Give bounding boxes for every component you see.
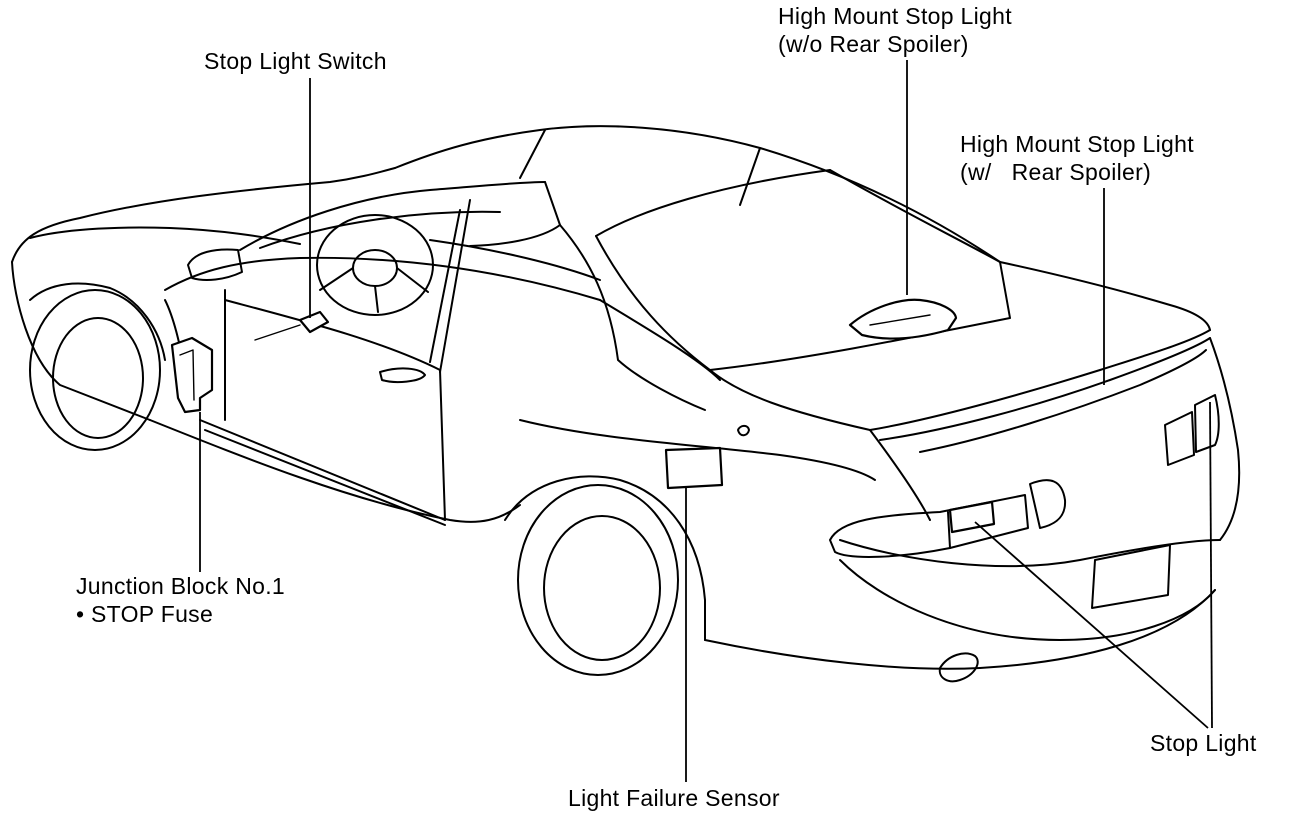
label-junction-block-line1: Junction Block No.1 [76,573,285,599]
stop-light-switch [298,310,330,334]
junction-block [170,336,214,414]
stop-light-lens [948,500,996,534]
car-body [11,125,1241,683]
label-light-failure-sensor: Light Failure Sensor [568,785,780,811]
label-stop-light: Stop Light [1150,730,1257,756]
leader-lines [199,60,1213,782]
label-stop-light-switch: Stop Light Switch [204,48,387,74]
light-failure-sensor [664,446,724,490]
label-hmsl-wo-spoiler-line1: High Mount Stop Light [778,3,1012,29]
label-hmsl-wo-spoiler-line2: (w/o Rear Spoiler) [778,31,969,57]
label-hmsl-w-spoiler-line1: High Mount Stop Light [960,131,1194,157]
label-junction-block-line2: • STOP Fuse [76,601,214,627]
components [170,298,996,534]
label-hmsl-w-spoiler-line2: (w/ Rear Spoiler) [960,159,1152,185]
